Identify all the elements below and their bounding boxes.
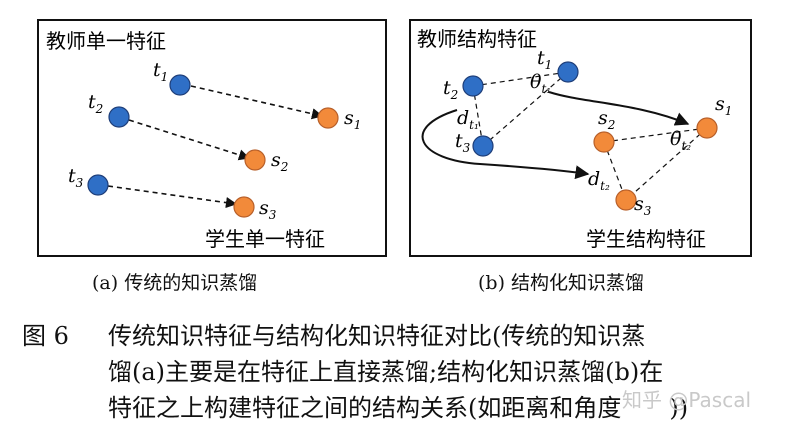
panel-a: 教师单一特征 学生单一特征 t1 t2 t3 s1 s2 s3 bbox=[37, 19, 387, 257]
student-node bbox=[615, 189, 637, 211]
panel-b: 教师结构特征 学生结构特征 t2 t1 t3 s1 s2 s3 θt₁ dt₁ … bbox=[409, 19, 752, 257]
distill-arrow-3 bbox=[107, 185, 238, 209]
caption-line-1: 图 6 传统知识特征与结构化知识特征对比(传统的知识蒸 bbox=[22, 318, 792, 354]
angle-transfer-arrow bbox=[548, 91, 690, 126]
panel-b-frame bbox=[409, 19, 752, 257]
node-label: t2 bbox=[443, 77, 458, 102]
student-node bbox=[317, 107, 339, 129]
caption-line-3: 特征之上构建特征之间的结构关系(如距离和角度)) bbox=[22, 390, 792, 426]
panel-b-title: 教师结构特征 bbox=[417, 27, 537, 51]
figure-number: 图 6 bbox=[22, 322, 69, 350]
node-label: s2 bbox=[598, 107, 615, 132]
panel-a-footer: 学生单一特征 bbox=[205, 227, 325, 251]
teacher-node bbox=[557, 61, 579, 83]
panel-a-title: 教师单一特征 bbox=[46, 29, 166, 53]
node-label: s2 bbox=[271, 149, 288, 174]
panel-b-footer: 学生结构特征 bbox=[586, 227, 706, 251]
teacher-node bbox=[472, 135, 494, 157]
teacher-node bbox=[87, 174, 109, 196]
node-label: s1 bbox=[344, 107, 361, 132]
node-label: s3 bbox=[259, 197, 277, 222]
relation-label-distance: dt₂ bbox=[588, 168, 610, 193]
relation-edge bbox=[472, 71, 569, 87]
distill-arrow-2 bbox=[128, 119, 251, 161]
relation-edge bbox=[625, 127, 708, 201]
node-label: s1 bbox=[715, 93, 732, 118]
distance-transfer-arrow bbox=[421, 109, 590, 180]
node-label: s3 bbox=[634, 193, 652, 218]
node-label: t2 bbox=[88, 91, 103, 116]
relation-label-angle: θt₁ bbox=[530, 71, 551, 96]
caption-text: 传统知识特征与结构化知识特征对比(传统的知识蒸 bbox=[108, 322, 646, 350]
caption-text: 特征之上构建特征之间的结构关系(如距离和角度 bbox=[108, 394, 622, 422]
node-label: t1 bbox=[153, 59, 168, 84]
student-node bbox=[233, 196, 255, 218]
relation-label-angle: θt₂ bbox=[670, 128, 691, 153]
caption-text-end: )) bbox=[669, 394, 689, 422]
caption-line-2: 馏(a)主要是在特征上直接蒸馏;结构化知识蒸馏(b)在 bbox=[108, 358, 664, 386]
teacher-node bbox=[462, 75, 484, 97]
panel-a-frame bbox=[37, 19, 387, 257]
student-node bbox=[244, 149, 266, 171]
relation-edge bbox=[482, 71, 569, 147]
panel-a-caption: (a) 传统的知识蒸馏 bbox=[92, 272, 258, 294]
node-label: t1 bbox=[537, 47, 552, 72]
node-label: t3 bbox=[68, 165, 84, 190]
student-node bbox=[696, 117, 718, 139]
relation-edge bbox=[603, 127, 708, 143]
relation-label-distance: dt₁ bbox=[457, 107, 479, 132]
distill-arrow-1 bbox=[190, 85, 324, 120]
figure-canvas: 教师单一特征 学生单一特征 t1 t2 t3 s1 s2 s3 教师结构特征 学… bbox=[37, 19, 752, 257]
panel-b-caption: (b) 结构化知识蒸馏 bbox=[478, 272, 645, 294]
figure-caption: 图 6 传统知识特征与结构化知识特征对比(传统的知识蒸 馏(a)主要是在特征上直接… bbox=[22, 318, 792, 426]
student-node bbox=[593, 131, 615, 153]
node-label: t3 bbox=[455, 130, 471, 155]
watermark: 知乎 @Pascal bbox=[622, 388, 752, 412]
teacher-node bbox=[169, 74, 191, 96]
teacher-node bbox=[108, 106, 130, 128]
